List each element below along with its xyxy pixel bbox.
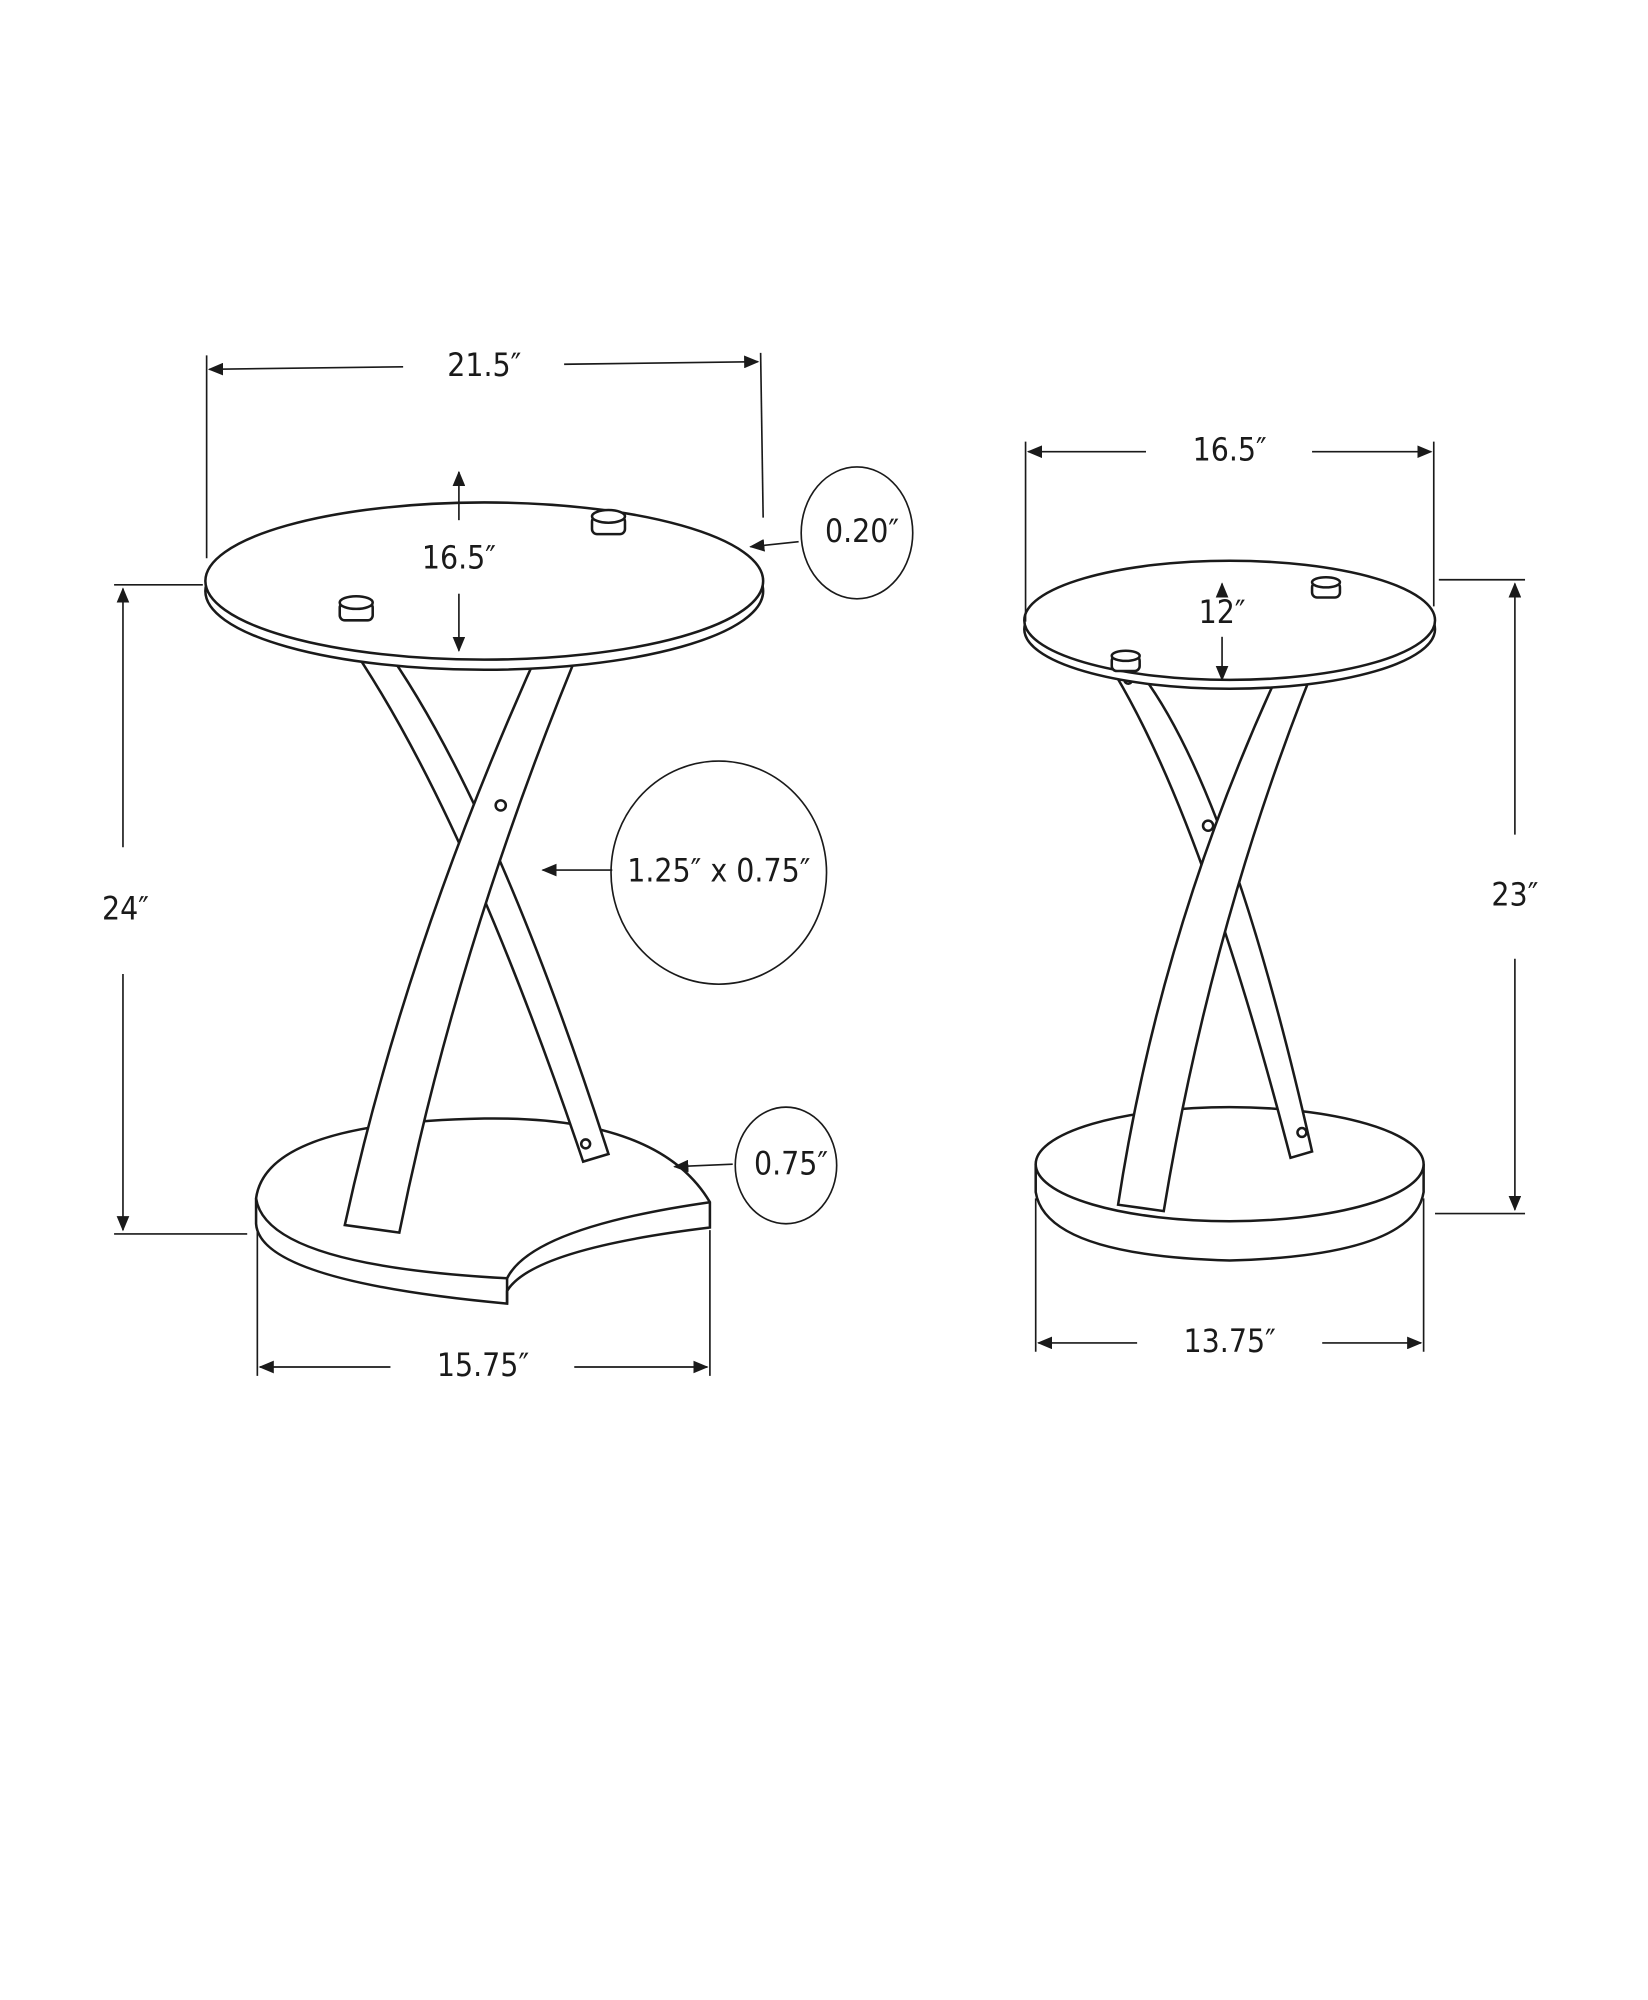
- large-top-depth-label: 16.5″: [422, 540, 496, 576]
- large-top-width-label: 21.5″: [447, 348, 521, 384]
- small-top-depth-label: 12″: [1199, 595, 1246, 631]
- small-table-top: [1023, 559, 1437, 691]
- small-table-legs: [1113, 594, 1343, 1213]
- small-base-width-label: 13.75″: [1184, 1324, 1276, 1360]
- large-table-base: [254, 1117, 712, 1306]
- small-table-base: [1034, 1105, 1425, 1262]
- small-height-label: 23″: [1491, 878, 1538, 914]
- large-height-label: 24″: [102, 892, 149, 928]
- large-base-width-label: 15.75″: [437, 1348, 529, 1384]
- small-table: 16.5″ 12″ 23″ 13.75″: [1023, 433, 1538, 1360]
- base-thickness-label: 0.75″: [754, 1146, 828, 1182]
- leg-size-label: 1.25″ x 0.75″: [627, 854, 810, 890]
- large-table-top: [204, 501, 765, 672]
- glass-thickness-label: 0.20″: [825, 514, 899, 550]
- large-table: 21.5″ 16.5″ 0.20″ 24″ 1.25″ x 0.75″ 0.75…: [102, 348, 914, 1384]
- small-top-width-label: 16.5″: [1193, 433, 1267, 469]
